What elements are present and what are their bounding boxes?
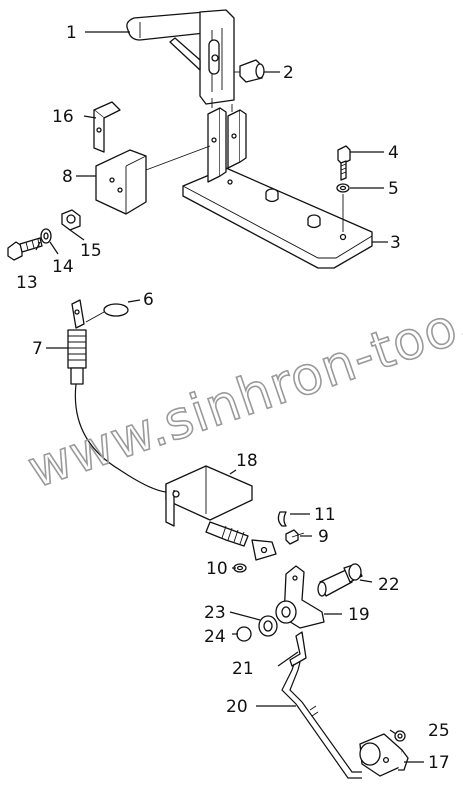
callout-18: 18 (236, 451, 258, 471)
bracket-8 (95, 145, 211, 215)
washer-5 (336, 183, 350, 232)
clip-6 (85, 303, 129, 323)
bracket-16 (93, 101, 121, 153)
bolt-4 (337, 145, 351, 181)
callout-24: 24 (204, 627, 226, 647)
pin-9 (285, 529, 305, 545)
leader-lines (35, 31, 424, 763)
cable-assembly-7 (67, 299, 167, 493)
callout-15: 15 (80, 241, 102, 261)
shaft-22 (317, 563, 363, 597)
callout-6: 6 (143, 290, 154, 310)
callout-4: 4 (388, 143, 399, 163)
callout-19: 19 (348, 605, 370, 625)
bolt-13 (7, 237, 43, 261)
pedal-pad-17 (359, 733, 409, 777)
washer-14 (40, 228, 52, 244)
callout-16: 16 (52, 107, 74, 127)
callout-5: 5 (388, 179, 399, 199)
callout-10: 10 (206, 559, 228, 579)
pedal-rod-20 (281, 631, 362, 779)
callout-2: 2 (283, 63, 294, 83)
washer-25 (394, 730, 406, 742)
callout-25: 25 (428, 721, 450, 741)
callout-11: 11 (314, 505, 336, 525)
washer-23 (258, 615, 278, 637)
ring-24 (236, 626, 252, 642)
bracket-18 (165, 465, 253, 527)
callout-13: 13 (16, 273, 38, 293)
callout-labels: 1 2 3 4 5 6 7 8 9 10 11 13 14 15 16 17 1… (16, 23, 450, 773)
callout-8: 8 (62, 167, 73, 187)
callout-9: 9 (318, 527, 329, 547)
callout-21: 21 (232, 659, 254, 679)
upright-brackets (207, 98, 247, 183)
hand-lever (126, 9, 235, 105)
cotter-pin-11 (277, 511, 287, 527)
cable-end-clevis (205, 521, 277, 561)
callout-14: 14 (52, 257, 74, 277)
washer-10 (233, 563, 247, 573)
pedal-lever-19 (275, 565, 325, 629)
lever-pin (234, 59, 265, 83)
callout-1: 1 (66, 23, 77, 43)
callout-23: 23 (204, 603, 226, 623)
callout-20: 20 (226, 697, 248, 717)
callout-17: 17 (428, 753, 450, 773)
nut-15 (61, 209, 81, 231)
callout-22: 22 (378, 575, 400, 595)
base-plate (182, 167, 373, 269)
callout-7: 7 (32, 339, 43, 359)
callout-3: 3 (390, 233, 401, 253)
